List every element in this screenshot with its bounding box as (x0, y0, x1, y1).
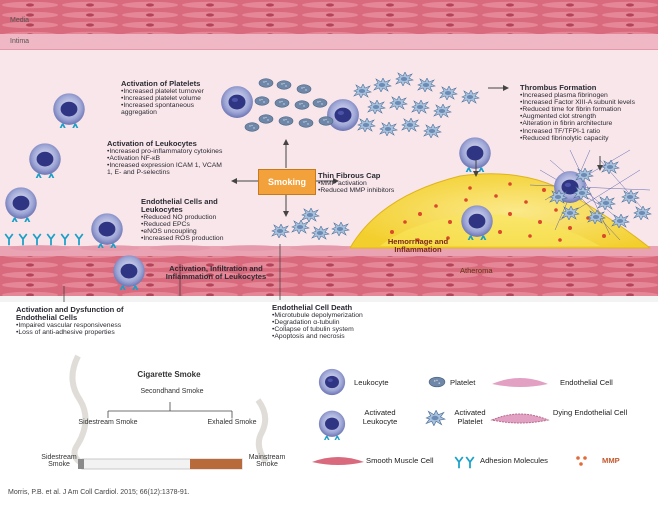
list-item: Collapse of tubulin system (272, 326, 402, 333)
list-item: Apoptosis and necrosis (272, 333, 402, 340)
secondhand-smoke-label: Secondhand Smoke (140, 388, 204, 395)
list-item: Reduced EPCs (141, 221, 241, 228)
list-item: Increased platelet volume (121, 95, 231, 102)
list-item: Reduced NO production (141, 214, 241, 221)
list-item: eNOS uncoupling (141, 228, 241, 235)
cigarette-smoke-title: Cigarette Smoke (137, 370, 201, 379)
platelet-activation-block: Activation of Platelets Increased platel… (121, 79, 231, 117)
atheroma-label: Atheroma (460, 266, 493, 275)
list-item: Increased spontaneous aggregation (121, 102, 231, 116)
legend-mmp: MMP (602, 456, 620, 465)
sidestream-smoke-label: Sidestream Smoke (78, 419, 138, 426)
list-item: Increased plasma fibrinogen (520, 92, 652, 99)
list-item: Increased expression ICAM 1, VCAM 1, E- … (107, 162, 229, 176)
fibrous-cap-title: Thin Fibrous Cap (318, 171, 381, 180)
endothelial-death-list: Microtubule depolymerization Degradation… (272, 312, 402, 341)
endothelial-death-block: Endothelial Cell Death Microtubule depol… (272, 303, 402, 341)
legend-platelet: Platelet (450, 378, 476, 387)
intima-label: Intima (10, 38, 30, 45)
thrombus-list: Increased plasma fibrinogen Increased Fa… (520, 92, 652, 142)
list-item: Loss of anti-adhesive properties (16, 329, 166, 336)
list-item: Alteration in fibrin architecture (520, 120, 652, 127)
endothelial-leukocytes-list: Reduced NO production Reduced EPCs eNOS … (141, 214, 241, 243)
thrombus-title: Thrombus Formation (520, 83, 597, 92)
list-item: Activation NF-κB (107, 155, 229, 162)
legend-endothelial-cell: Endothelial Cell (560, 378, 613, 387)
endothelial-death-title: Endothelial Cell Death (272, 303, 353, 312)
list-item: Increased ROS production (141, 235, 241, 242)
legend-activated-platelet: Activated Platelet (454, 408, 486, 426)
endothelial-dysfunction-block: Activation and Dysfunction of Endothelia… (16, 305, 166, 337)
legend-dying-endothelial: Dying Endothelial Cell (552, 408, 628, 417)
activation-infiltration-label: Activation, Infiltration and Inflammatio… (165, 264, 267, 281)
list-item: Increased Factor XIII-A subunit levels (520, 99, 652, 106)
list-item: Increased TF/TFPI-1 ratio (520, 128, 652, 135)
list-item: Degradation α-tubulin (272, 319, 402, 326)
fibrous-cap-block: Thin Fibrous Cap MMP activation Reduced … (318, 171, 438, 195)
endothelial-leukocytes-title: Endothelial Cells and Leukocytes (141, 197, 218, 214)
fibrous-cap-list: MMP activation Reduced MMP inhibitors (318, 180, 438, 194)
list-item: Reduced time for fibrin formation (520, 106, 652, 113)
leukocyte-activation-list: Increased pro-inflammatory cytokines Act… (107, 148, 229, 177)
mainstream-end-label: Mainstream Smoke (248, 454, 286, 468)
citation: Morris, P.B. et al. J Am Coll Cardiol. 2… (8, 489, 190, 496)
list-item: Increased platelet turnover (121, 88, 231, 95)
list-item: Reduced MMP inhibitors (318, 187, 438, 194)
legend-adhesion-molecules: Adhesion Molecules (480, 456, 548, 465)
smoking-box: Smoking (258, 169, 316, 195)
list-item: Reduced fibrinolytic capacity (520, 135, 652, 142)
endothelial-leukocytes-block: Endothelial Cells and Leukocytes Reduced… (141, 197, 241, 243)
list-item: Augmented clot strength (520, 113, 652, 120)
platelet-activation-list: Increased platelet turnover Increased pl… (121, 88, 231, 117)
hemorrhage-label: Hemorrhage and Inflammation (387, 237, 449, 254)
list-item: MMP activation (318, 180, 438, 187)
list-item: Increased pro-inflammatory cytokines (107, 148, 229, 155)
list-item: Microtubule depolymerization (272, 312, 402, 319)
endothelial-dysfunction-title: Activation and Dysfunction of Endothelia… (16, 305, 124, 322)
legend-activated-leukocyte: Activated Leukocyte (362, 408, 398, 426)
sidestream-end-label: Sidestream Smoke (41, 454, 77, 468)
legend-leukocyte: Leukocyte (354, 378, 389, 387)
legend-smooth-muscle: Smooth Muscle Cell (366, 456, 434, 465)
exhaled-smoke-label: Exhaled Smoke (207, 419, 257, 426)
endothelial-dysfunction-list: Impaired vascular responsiveness Loss of… (16, 322, 166, 336)
leukocyte-activation-title: Activation of Leukocytes (107, 139, 197, 148)
media-label: Media (10, 17, 30, 24)
thrombus-block: Thrombus Formation Increased plasma fibr… (520, 84, 652, 142)
platelet-activation-title: Activation of Platelets (121, 79, 201, 88)
leukocyte-activation-block: Activation of Leukocytes Increased pro-i… (107, 139, 229, 177)
list-item: Impaired vascular responsiveness (16, 322, 166, 329)
